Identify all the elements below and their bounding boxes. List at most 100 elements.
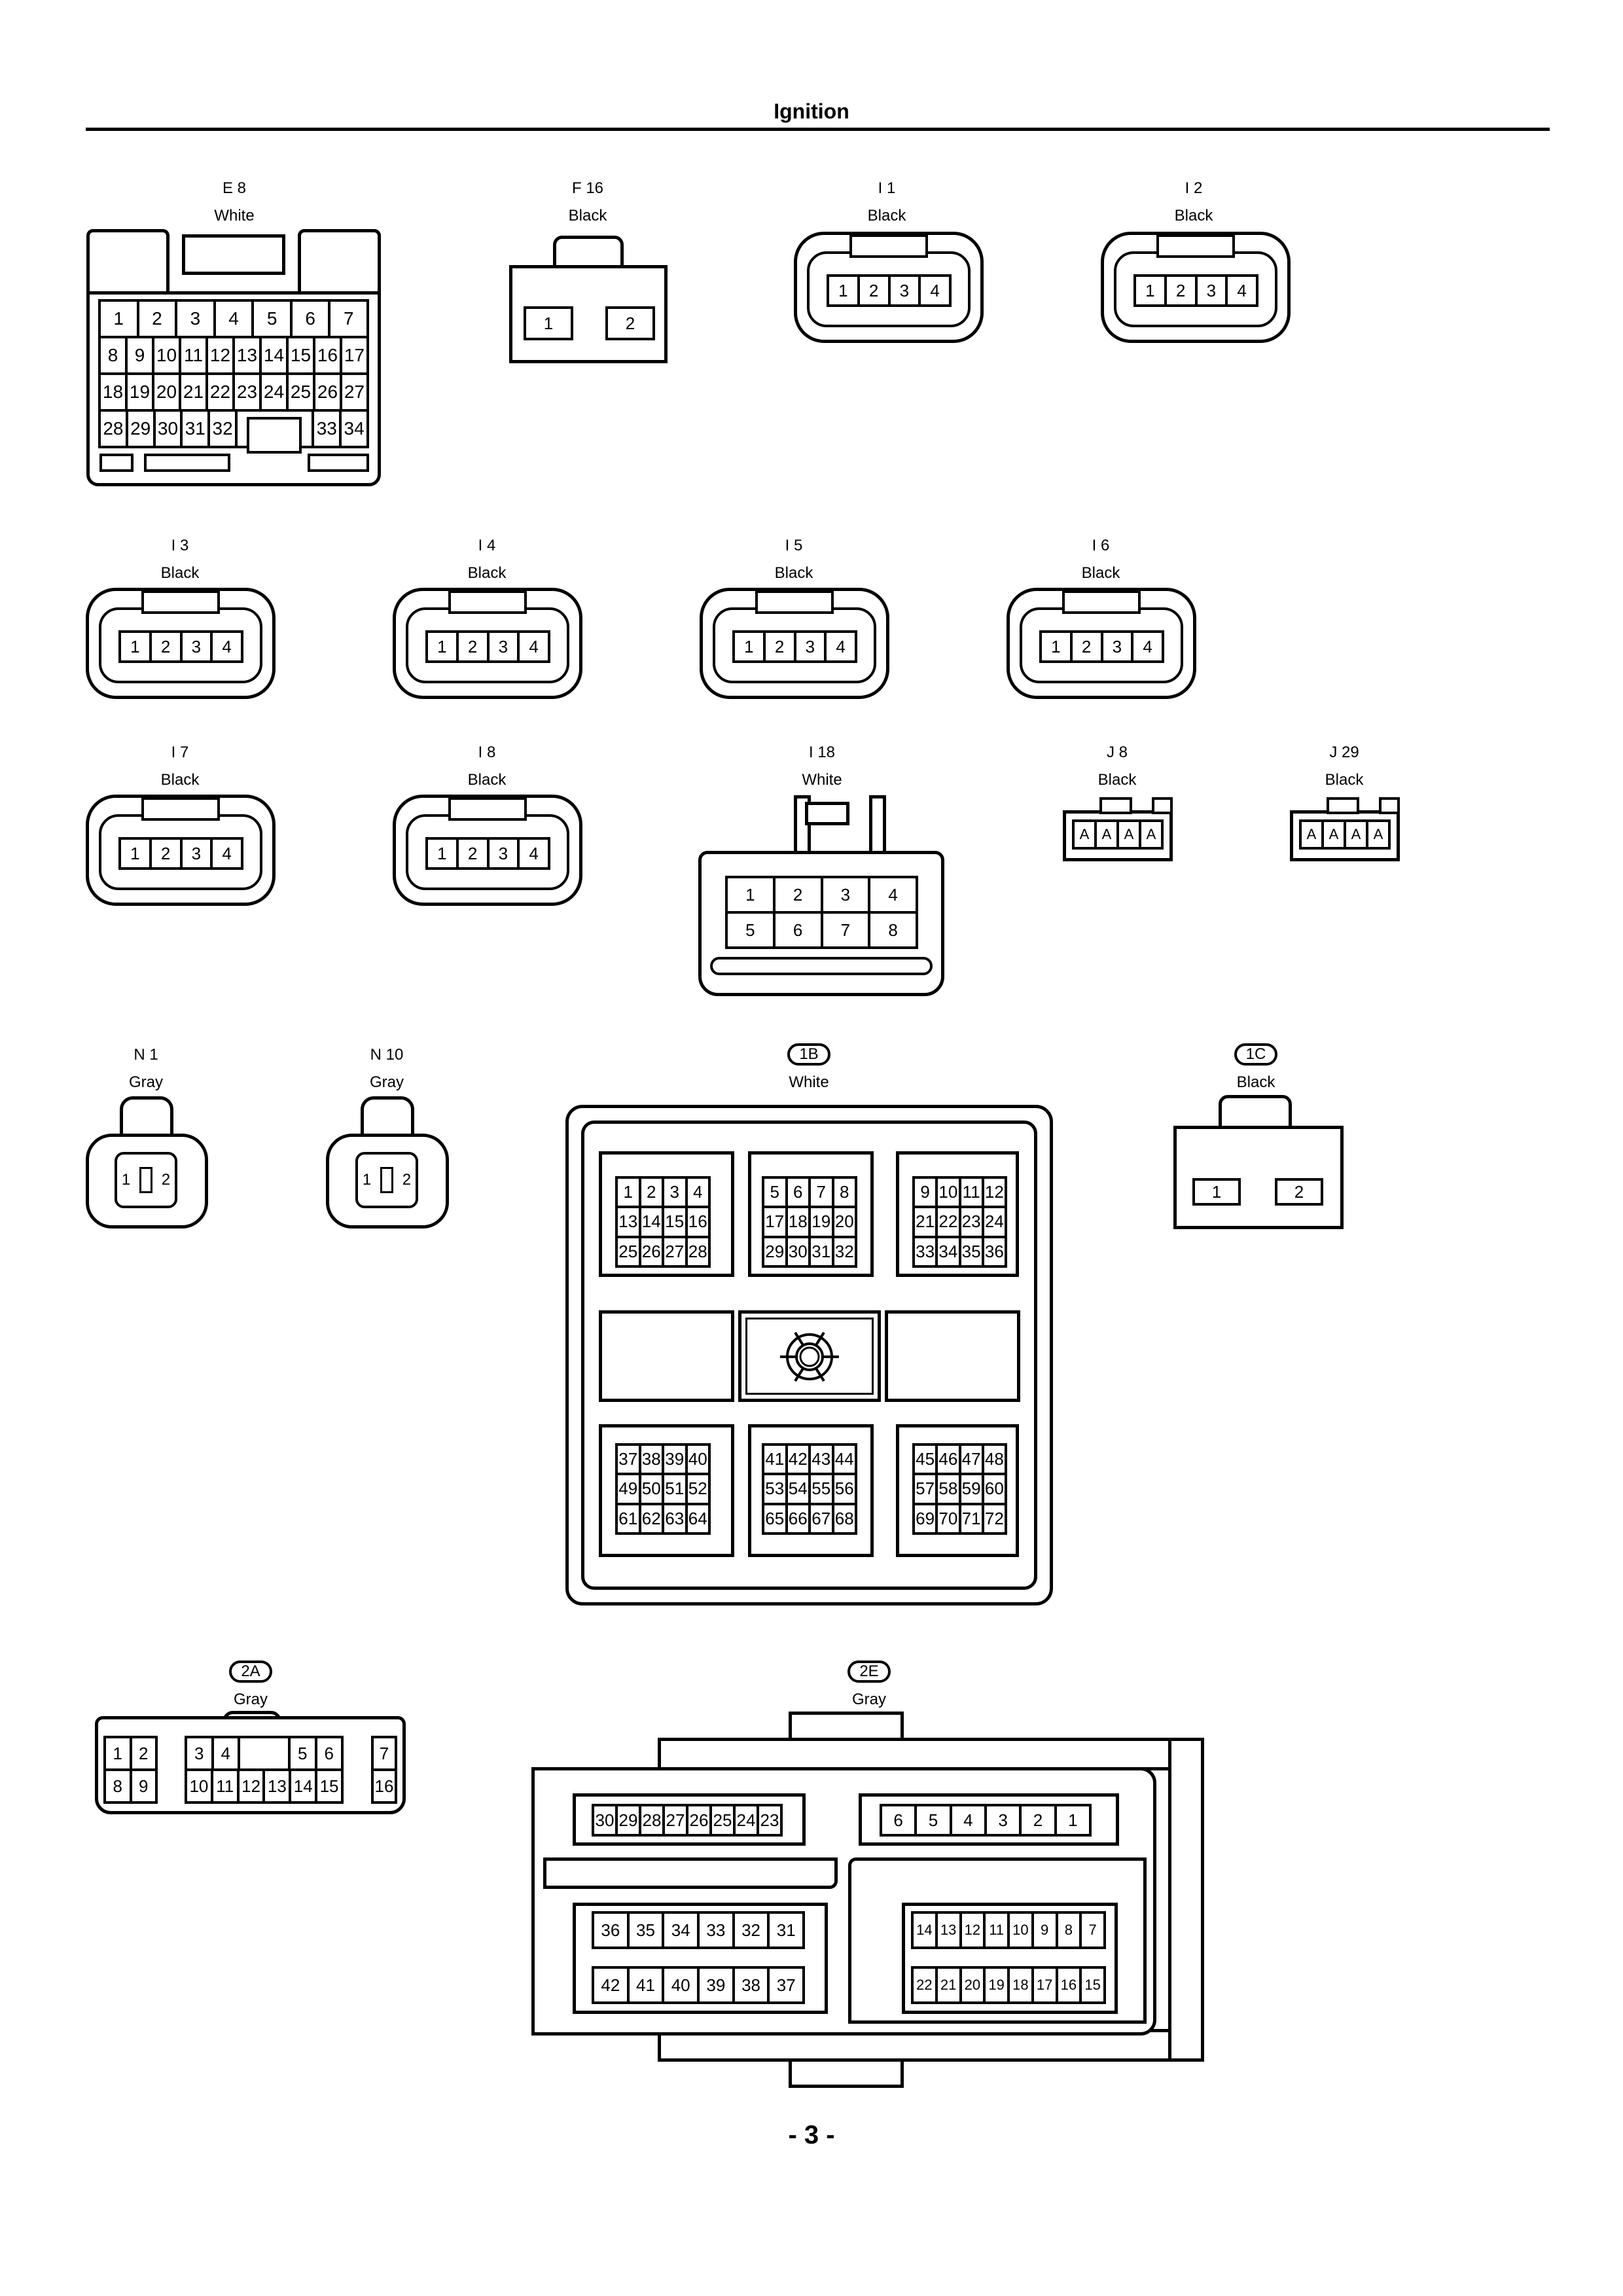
- pin: 14: [914, 1914, 935, 1946]
- pin: 15: [289, 338, 313, 372]
- connector-color: Black: [1174, 207, 1213, 224]
- pin-cavity: 1 2: [355, 1152, 418, 1208]
- pin: 1: [1056, 1806, 1089, 1834]
- pin: 2: [1277, 1181, 1321, 1203]
- pin: 2: [151, 840, 180, 867]
- pin: 28: [687, 1238, 708, 1265]
- pin: 10: [938, 1179, 959, 1206]
- key-slot: [247, 417, 302, 454]
- pin: 70: [938, 1505, 959, 1532]
- pin: 28: [101, 412, 126, 446]
- pin: A: [1141, 822, 1161, 847]
- connector-color: Black: [160, 564, 200, 582]
- terminal-icon: [380, 1167, 393, 1193]
- pin: A: [1119, 822, 1139, 847]
- pin: 1: [121, 1171, 131, 1189]
- pin: 4: [921, 277, 949, 304]
- pin: 12: [984, 1179, 1005, 1206]
- pin: 5: [291, 1738, 315, 1768]
- pin: 54: [787, 1475, 808, 1503]
- pin-cavity: 1 2: [115, 1152, 177, 1208]
- connector-color: Gray: [369, 1073, 404, 1091]
- pin: 34: [938, 1238, 959, 1265]
- pin: 20: [154, 375, 179, 409]
- pin: 42: [594, 1969, 627, 2001]
- lock-latch: [849, 234, 928, 258]
- pin: 31: [183, 412, 208, 446]
- lock-post: [869, 795, 886, 854]
- connector-code: I 8: [478, 744, 496, 761]
- pin: 17: [342, 338, 366, 372]
- pin: 64: [687, 1505, 708, 1532]
- pin: 7: [330, 302, 367, 336]
- top-rail: [658, 1738, 1204, 1770]
- pin: 17: [764, 1208, 785, 1236]
- pin: 57: [915, 1475, 936, 1503]
- pin: 26: [641, 1238, 662, 1265]
- housing-rib: [710, 957, 933, 975]
- pin: 26: [315, 375, 340, 409]
- header-divider: [86, 128, 1550, 131]
- connector-color: Black: [467, 771, 507, 789]
- pin-grid: 2: [605, 306, 655, 340]
- pin: 24: [262, 375, 286, 409]
- pin: A: [1346, 822, 1366, 847]
- connector-code-pill: 2E: [847, 1660, 891, 1683]
- pin: 7: [1082, 1914, 1103, 1946]
- pin-row: 7: [374, 1738, 395, 1768]
- pin: 3: [1197, 277, 1226, 304]
- pin: 34: [664, 1914, 698, 1946]
- pin: 72: [984, 1505, 1005, 1532]
- pin: 9: [132, 1771, 155, 1801]
- pin-grid: 1: [1192, 1178, 1241, 1206]
- pin: 43: [811, 1446, 832, 1473]
- pin: 38: [641, 1446, 662, 1473]
- pin: A: [1368, 822, 1388, 847]
- connector-color: Black: [1325, 771, 1364, 789]
- pin: 1: [121, 633, 149, 660]
- pin: 3: [664, 1179, 685, 1206]
- pin: 45: [915, 1446, 936, 1473]
- pin: 33: [915, 1238, 936, 1265]
- connector-color: Black: [467, 564, 507, 582]
- pin: 38: [734, 1969, 768, 2001]
- side-bracket: [1168, 1738, 1204, 2062]
- lock-latch: [1219, 1095, 1292, 1129]
- pin: 2: [765, 633, 794, 660]
- pin: 1: [101, 302, 137, 336]
- pin: 58: [938, 1475, 959, 1503]
- pin: 36: [594, 1914, 627, 1946]
- pin: 40: [687, 1446, 708, 1473]
- pin: 18: [787, 1208, 808, 1236]
- terminal-icon: [139, 1167, 152, 1193]
- connector-color: White: [789, 1073, 829, 1091]
- pin: 22: [914, 1969, 935, 2001]
- pin: 1: [526, 309, 571, 338]
- pin: 60: [984, 1475, 1005, 1503]
- pin: 18: [101, 375, 125, 409]
- pin: 4: [213, 633, 241, 660]
- pin: 36: [984, 1238, 1005, 1265]
- pin: 2: [458, 840, 487, 867]
- connector-code: I 2: [1185, 179, 1203, 197]
